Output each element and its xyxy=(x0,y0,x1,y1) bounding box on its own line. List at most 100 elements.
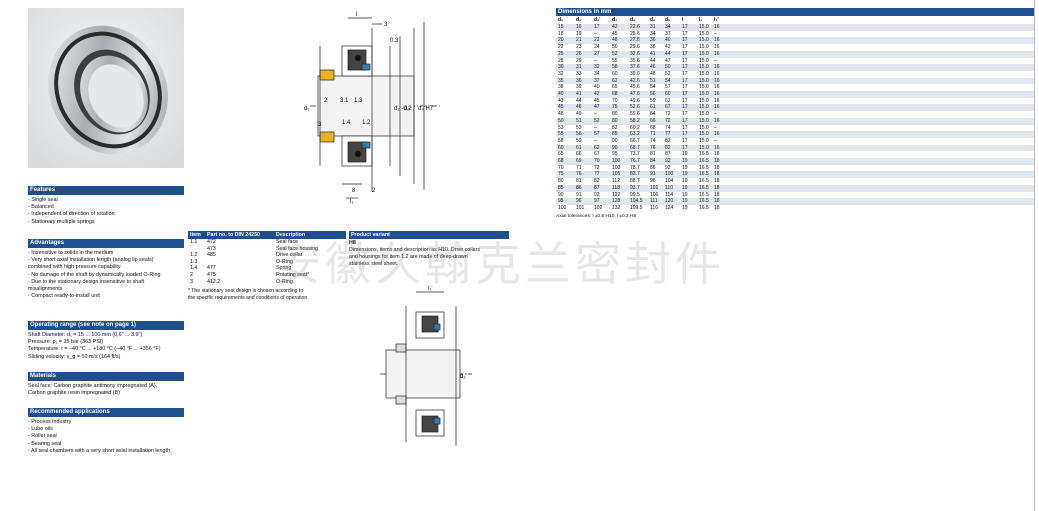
dim-cell: 68.7 xyxy=(628,144,648,152)
dim-cell: 16 xyxy=(712,50,736,58)
dim-cell: 99.5 xyxy=(630,191,640,198)
dim-cell: 15.0 xyxy=(697,64,712,71)
dim-cell: 45.6 xyxy=(630,84,640,91)
dim-cell: 27.6 xyxy=(628,37,648,45)
dim-cell: 83.7 xyxy=(628,171,648,179)
dim-cell: 37.6 xyxy=(628,64,648,71)
dim-cell: 36 xyxy=(574,77,592,85)
part-description: Spring xyxy=(276,265,292,272)
dim-cell: – xyxy=(594,137,597,144)
dim-cell-spacer xyxy=(736,50,1034,58)
dim-cell-spacer xyxy=(736,98,1034,105)
dim-cell: 17 xyxy=(682,70,688,77)
dim-cell: 104 xyxy=(665,178,674,185)
dim-cell: 47.6 xyxy=(628,91,648,98)
dim-cell: 40 xyxy=(663,37,680,45)
dim-cell: 15.0 xyxy=(699,97,709,104)
dim-cell-spacer xyxy=(736,37,1034,45)
dim-cell: 16 xyxy=(712,37,736,45)
product-variant-section: Product variant H8 Dimensions, items and… xyxy=(349,231,509,268)
part-description: O-Ring xyxy=(276,258,293,265)
dim-cell: 20 xyxy=(556,37,574,45)
dim-cell: 67 xyxy=(594,151,600,158)
dim-cell: 53 xyxy=(558,124,564,131)
dim-cell: 72 xyxy=(665,111,671,118)
dim-cell: 16 xyxy=(712,91,736,98)
dim-cell: 47 xyxy=(592,104,610,112)
dim-cell: 91 xyxy=(576,191,582,198)
feature-item: - Balanced xyxy=(28,204,54,211)
dim-cell-spacer xyxy=(736,151,1034,158)
dim-cell: 65 xyxy=(612,84,618,91)
dim-cell: 32 xyxy=(558,70,564,77)
item-label-1-4: 1.4 xyxy=(342,120,351,126)
dim-cell: 41 xyxy=(574,91,592,98)
part-item: 1.2 xyxy=(190,252,198,259)
material-item: Carbon graphite resin impregnated (B) xyxy=(28,390,120,397)
dim-cell: 61 xyxy=(648,104,663,112)
dim-cell: 71 xyxy=(648,131,663,138)
dim-cell-spacer xyxy=(736,184,1034,192)
dim-label-d4: d₄ H7 xyxy=(418,106,434,112)
dim-cell: 44 xyxy=(663,50,680,58)
dimensions-title: Dimensions in mm xyxy=(556,8,1034,16)
footnote-line: * The stationary seat design is chosen a… xyxy=(188,288,304,295)
dim-cell: 114 xyxy=(665,191,673,198)
dim-cell: 82 xyxy=(594,178,600,185)
dim-cell: 15.0 xyxy=(697,131,712,138)
dim-cell: 106 xyxy=(650,191,659,198)
dim-cell: 55 xyxy=(612,57,618,64)
dim-cell: 75 xyxy=(610,104,628,112)
dim-cell: 16.5 xyxy=(699,191,709,198)
dim-header-cell: l xyxy=(682,17,684,23)
part-number: 412.2 xyxy=(207,278,221,285)
dim-cell: 52 xyxy=(610,50,628,58)
dim-cell: 18 xyxy=(714,204,720,211)
dim-label-3: 3 xyxy=(384,22,388,28)
dim-cell: 16 xyxy=(714,97,720,104)
dim-cell: 15.0 xyxy=(699,84,709,91)
dim-label-d3: d₃ xyxy=(404,106,410,112)
dim-cell: 65 xyxy=(558,151,564,158)
dim-cell: 18 xyxy=(712,158,736,165)
dim-cell: 17 xyxy=(680,104,697,112)
dim-cell: 16.5 xyxy=(699,178,709,185)
dim-cell: 71 xyxy=(576,164,582,171)
dim-cell: 70 xyxy=(558,164,564,171)
dim-cell: 17 xyxy=(680,24,697,31)
dim-cell: 37 xyxy=(665,30,671,37)
dim-cell: 62 xyxy=(592,144,610,152)
dim-cell: 70 xyxy=(592,158,610,165)
product-photo xyxy=(28,8,184,168)
dim-cell: 17 xyxy=(680,77,697,85)
dim-cell: 32 xyxy=(592,64,610,71)
h8-variant-drawing: l₁' d₂' xyxy=(380,286,472,446)
dim-header-cell: d₁ xyxy=(558,17,564,23)
dim-header-cell: d₂ xyxy=(576,17,582,23)
dim-cell: 67 xyxy=(663,104,680,112)
dim-cell: 15.0 xyxy=(699,44,709,51)
item-label-1-2: 1.2 xyxy=(362,120,371,126)
dim-cell: 34 xyxy=(663,24,680,31)
dim-cell: 45 xyxy=(612,30,618,37)
dim-cell: 95 xyxy=(612,151,618,158)
operating-range-title: Operating range (see note on page 1) xyxy=(28,321,184,330)
dim-cell: 40 xyxy=(594,84,600,91)
advantage-item: misalignments xyxy=(28,286,63,293)
dim-cell: 24 xyxy=(594,44,600,51)
dim-cell: 17 xyxy=(682,111,688,118)
dim-cell-spacer xyxy=(736,58,1034,65)
dim-cell: 48 xyxy=(558,111,564,118)
dim-cell: 66 xyxy=(576,151,582,158)
watermark-text: 安徽久翰克兰密封件 xyxy=(275,237,725,291)
advantages-section: Advantages - Insensitive to solids in th… xyxy=(28,239,184,300)
dim-cell: 33 xyxy=(576,70,582,77)
